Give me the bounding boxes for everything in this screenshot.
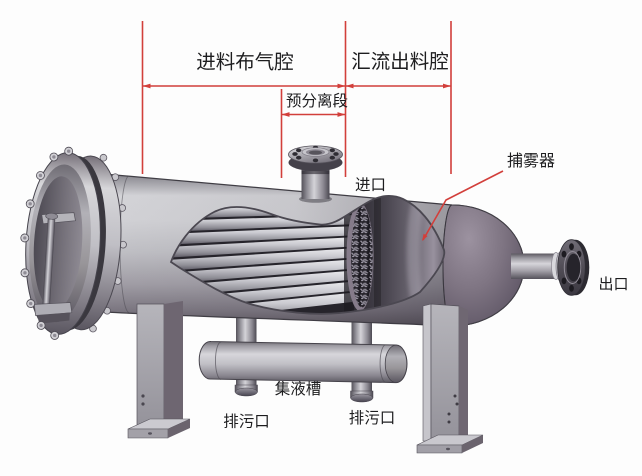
support-leg-right (416, 303, 484, 454)
outlet-nozzle (511, 239, 590, 296)
dimension-annotations (141, 21, 504, 241)
dimension-arrowheads (142, 83, 451, 241)
leader-line-demister (422, 170, 504, 241)
outlet-flange-bolt-holes (561, 243, 582, 292)
front-ring-bolts (20, 146, 74, 340)
label-liquid-collector: 集液槽 (275, 380, 322, 398)
leader-arrowhead (422, 233, 428, 241)
liquid-collection-drum (198, 340, 408, 384)
label-outlet-chamber: 汇流出料腔 (351, 51, 449, 73)
manway-flange (20, 146, 127, 340)
inlet-nozzle (288, 145, 343, 203)
davit-assembly (33, 212, 76, 324)
vessel-body (89, 173, 525, 327)
label-preseparation: 预分离段 (286, 92, 348, 110)
back-ring-studs (89, 153, 127, 333)
label-inlet: 进口 (355, 176, 386, 194)
demister-disk (346, 203, 374, 311)
label-feed-chamber: 进料布气腔 (196, 52, 294, 74)
label-demister: 捕雾器 (507, 152, 555, 170)
labels: 进料布气腔 汇流出料腔 预分离段 进口 捕雾器 出口 集液槽 排污口 排污口 (196, 51, 628, 431)
cutaway-rim (169, 195, 446, 315)
label-outlet: 出口 (598, 276, 628, 293)
label-drain-right: 排污口 (349, 409, 396, 427)
support-leg-left (127, 301, 191, 439)
label-drain-left: 排污口 (223, 413, 270, 431)
